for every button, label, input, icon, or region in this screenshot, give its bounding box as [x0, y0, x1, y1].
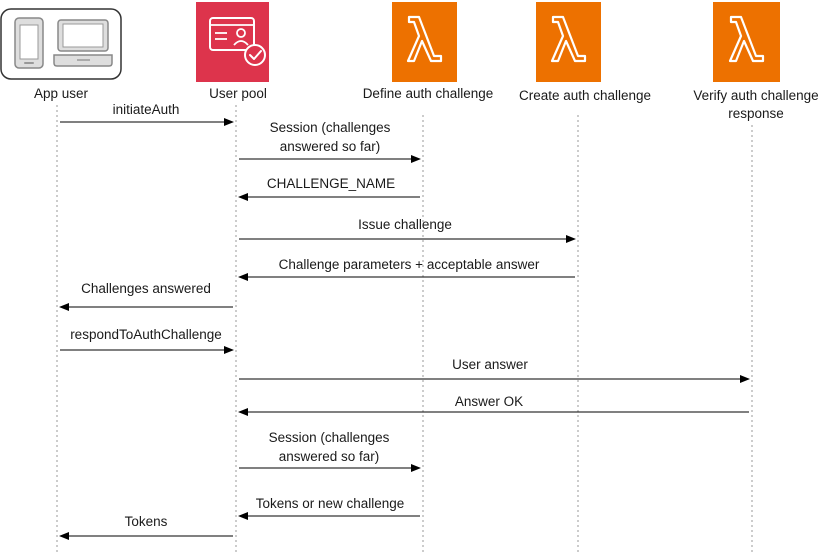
message-tokens: Tokens [59, 514, 233, 540]
participant-label-pool: User pool [209, 86, 267, 101]
lambda-icon [713, 2, 780, 82]
cognito-user-pool-icon [196, 2, 269, 82]
lambda-icon [392, 2, 457, 82]
message-session-1: Session (challenges answered so far) [239, 120, 421, 163]
message-label: answered so far) [279, 449, 380, 464]
message-challenge-parameters: Challenge parameters + acceptable answer [238, 257, 575, 281]
participant-label-define: Define auth challenge [363, 86, 494, 101]
participant-label-app: App user [34, 86, 89, 101]
message-session-2: Session (challenges answered so far) [239, 430, 421, 472]
message-label: CHALLENGE_NAME [267, 176, 395, 191]
participant-label-verify: Verify auth challenge [693, 88, 818, 103]
participant-label-create: Create auth challenge [519, 88, 651, 103]
message-user-answer: User answer [239, 357, 750, 383]
message-label: Issue challenge [358, 217, 452, 232]
message-label: User answer [452, 357, 528, 372]
message-issue-challenge: Issue challenge [239, 217, 576, 243]
message-initiate-auth: initiateAuth [60, 102, 234, 126]
message-label: Challenges answered [81, 281, 211, 296]
mobile-and-desktop-devices-icon [0, 8, 122, 80]
message-challenge-name: CHALLENGE_NAME [238, 176, 420, 201]
message-label: initiateAuth [113, 102, 180, 117]
message-label: Tokens or new challenge [256, 496, 405, 511]
lambda-icon [536, 2, 601, 82]
message-label: Session (challenges [270, 120, 391, 135]
message-label: Answer OK [455, 394, 523, 409]
message-tokens-or-new-challenge: Tokens or new challenge [238, 496, 420, 520]
participant-label-verify-line2: response [728, 106, 784, 121]
message-label: respondToAuthChallenge [70, 327, 222, 342]
message-label: Tokens [125, 514, 168, 529]
message-answer-ok: Answer OK [238, 394, 749, 416]
message-label: Challenge parameters + acceptable answer [279, 257, 540, 272]
message-challenges-answered: Challenges answered [59, 281, 233, 311]
message-label: answered so far) [280, 139, 381, 154]
message-label: Session (challenges [269, 430, 390, 445]
message-respond-to-auth-challenge: respondToAuthChallenge [60, 327, 234, 354]
